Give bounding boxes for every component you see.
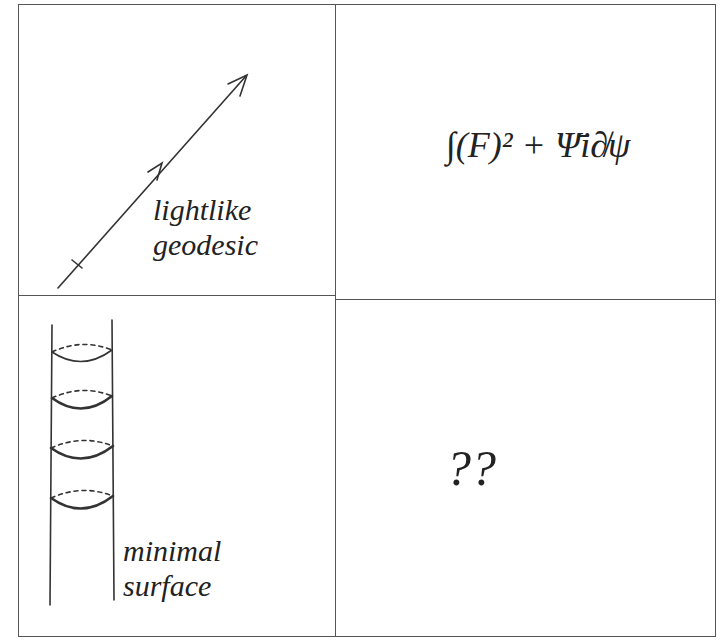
arrow-head (228, 75, 247, 96)
mid-arrow-head (148, 163, 162, 180)
circle-back (52, 344, 112, 352)
circle-front (52, 350, 112, 362)
circle-front (51, 446, 113, 459)
circle-back (51, 490, 113, 498)
cell-text: lightlike geodesic (153, 193, 303, 262)
cell-text: ∫(F)² + Ψ̄i∂̸ψ (446, 125, 630, 166)
cell-text: minimal surface (123, 534, 273, 603)
circle-front (51, 496, 113, 509)
cylinder-side (112, 320, 114, 600)
tick-mark (72, 260, 82, 268)
figure-cell: lightlike geodesic (18, 4, 336, 296)
question-cell: ?? (335, 299, 716, 637)
formula-cell: ∫(F)² + Ψ̄i∂̸ψ (335, 4, 716, 300)
circle-front (52, 396, 112, 409)
cell-text: ?? (446, 440, 496, 498)
circle-back (51, 440, 113, 448)
cylinder-side (50, 325, 52, 605)
figure-cell: minimal surface (18, 295, 336, 637)
circle-back (52, 390, 112, 398)
